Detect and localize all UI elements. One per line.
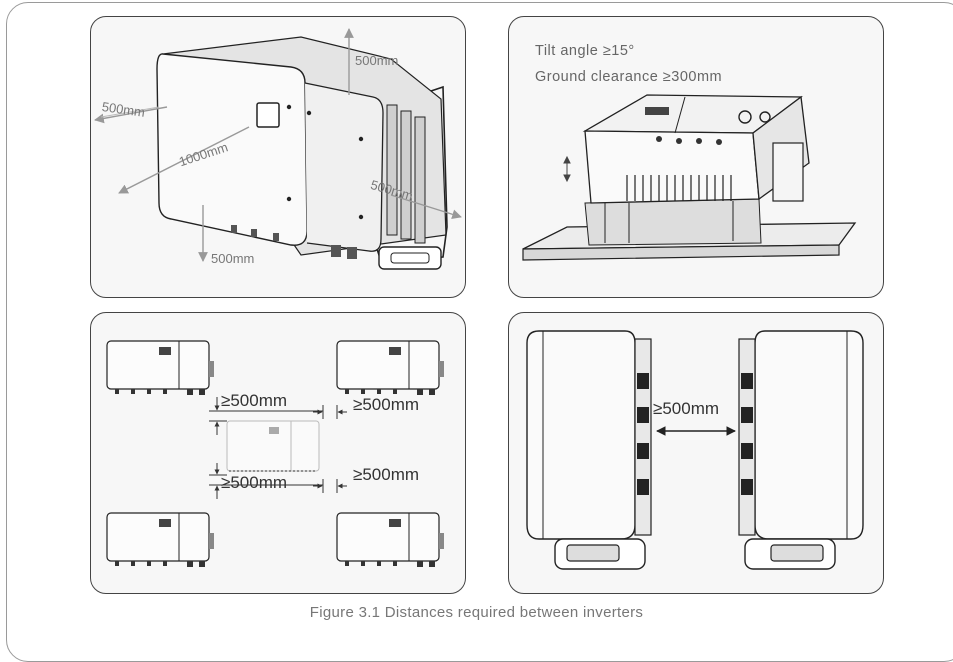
- label-bottom-vertical-spacing: ≥500mm: [221, 473, 288, 492]
- figure-caption: Figure 3.1 Distances required between in…: [309, 604, 644, 621]
- tilt-angle-text: Tilt angle ≥15°: [535, 43, 635, 59]
- panel-tilt-ground: Tilt angle ≥15° Ground clearance ≥300mm: [508, 16, 884, 298]
- label-down-clearance: 500mm: [211, 251, 255, 266]
- label-top-vertical-spacing: ≥500mm: [221, 391, 288, 410]
- tilted-inverter-drawing: [522, 94, 857, 261]
- panel-front-spacing: ≥500mm ≥500mm ≥500mm ≥500mm: [90, 312, 466, 594]
- inverter-perspective-drawing: [94, 28, 462, 270]
- side-by-side-drawing: [526, 330, 864, 570]
- ground-clearance-text: Ground clearance ≥300mm: [535, 69, 723, 85]
- label-top-horizontal-spacing: ≥500mm: [353, 395, 420, 414]
- inverter-grid-drawing: [106, 340, 445, 568]
- label-up-clearance: 500mm: [355, 53, 399, 68]
- label-bottom-horizontal-spacing: ≥500mm: [353, 465, 420, 484]
- label-side-gap: ≥500mm: [653, 399, 720, 418]
- panel-clearance-perspective: 500mm 500mm 1000mm 500mm 500mm: [90, 16, 466, 298]
- panel-side-spacing: ≥500mm: [508, 312, 884, 594]
